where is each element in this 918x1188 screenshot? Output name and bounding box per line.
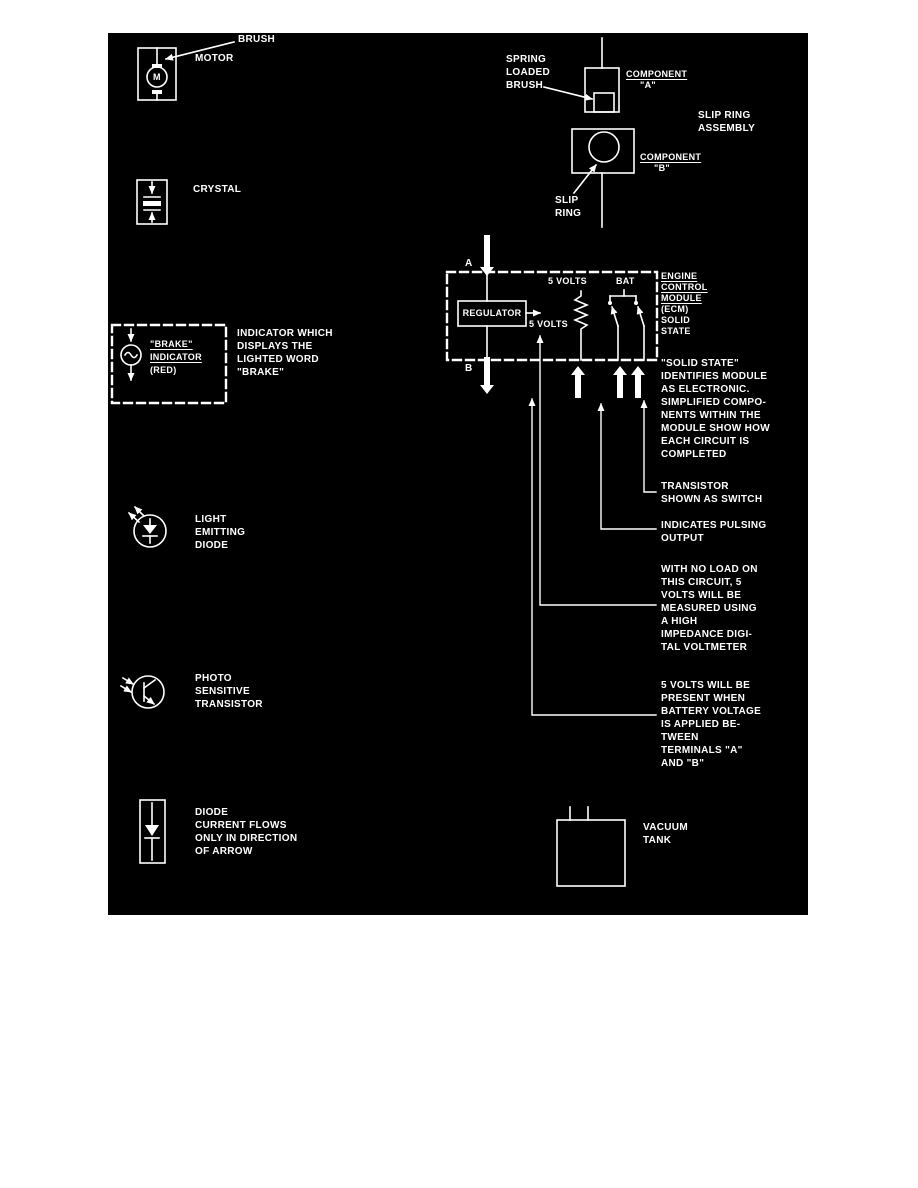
ecm-title-line-4: (ECM) (661, 304, 689, 314)
present-note-pointer (528, 398, 657, 716)
line-art (110, 37, 659, 887)
slip-ring-assembly-label: SLIP RING ASSEMBLY (698, 110, 756, 134)
five-volts-out-label: 5 VOLTS (529, 319, 568, 329)
resistor-symbol (572, 290, 590, 361)
symbol-legend-board: BRUSH MOTOR M CRYSTAL "BRAKE" INDICATOR … (108, 33, 808, 915)
diode-label: DIODE CURRENT FLOWS ONLY IN DIRECTION OF… (195, 807, 298, 857)
brake-indicator-symbol (110, 323, 228, 405)
crystal-symbol (136, 179, 168, 225)
component-a-id: "A" (640, 80, 656, 90)
ecm-drawing (445, 235, 659, 398)
slip-ring-pointer-line (572, 163, 598, 195)
motor-label: MOTOR (195, 53, 234, 64)
diode-symbol (139, 799, 166, 864)
component-a-label: COMPONENT "A" (626, 69, 687, 91)
switch-blade-2 (636, 305, 646, 328)
present-note: 5 VOLTS WILL BE PRESENT WHEN BATTERY VOL… (661, 680, 762, 769)
spring-brush-pointer-line (543, 86, 593, 101)
motor-symbol (137, 47, 177, 101)
brake-indicator-word: INDICATOR (150, 352, 202, 362)
brake-caption: INDICATOR WHICH DISPLAYS THE LIGHTED WOR… (237, 328, 333, 378)
transistor-note-pointer (640, 400, 657, 493)
photo-transistor-symbol (119, 675, 165, 709)
brake-word: "BRAKE" (150, 339, 193, 349)
ecm-title-line-3: MODULE (661, 293, 702, 303)
component-b-id: "B" (654, 163, 670, 173)
crystal-label: CRYSTAL (193, 184, 242, 195)
terminal-a-label: A (465, 258, 473, 269)
motor-letter: M (153, 72, 161, 82)
bat-label: BAT (616, 276, 635, 286)
ecm-title-line-2: CONTROL (661, 282, 708, 292)
transistor-note: TRANSISTOR SHOWN AS SWITCH (661, 481, 763, 505)
switch-blade-1 (610, 305, 620, 328)
pulsing-note: INDICATES PULSING OUTPUT (661, 520, 767, 544)
photo-transistor-label: PHOTO SENSITIVE TRANSISTOR (195, 673, 263, 710)
spring-loaded-brush-label: SPRING LOADED BRUSH (506, 54, 551, 91)
ecm-title-line-1: ENGINE (661, 271, 698, 281)
ecm-module-title: ENGINE CONTROL MODULE (ECM) SOLID STATE (661, 271, 708, 337)
brush-label: BRUSH (238, 34, 276, 45)
component-b-label: COMPONENT "B" (640, 152, 701, 174)
no-load-note: WITH NO LOAD ON THIS CIRCUIT, 5 VOLTS WI… (661, 564, 758, 653)
vacuum-tank-symbol (556, 806, 626, 887)
five-volts-top-label: 5 VOLTS (548, 276, 587, 286)
solid-state-note: "SOLID STATE" IDENTIFIES MODULE AS ELECT… (661, 358, 770, 460)
slip-ring-label: SLIP RING (555, 195, 582, 219)
component-a-word: COMPONENT (626, 69, 688, 79)
ecm-title-line-5: SOLID (661, 315, 691, 325)
slip-ring-assembly-drawing (543, 37, 635, 228)
regulator-label: REGULATOR (462, 308, 522, 318)
component-b-word: COMPONENT (640, 152, 702, 162)
ecm-title-line-6: STATE (661, 326, 691, 336)
pulsing-note-pointer (597, 403, 657, 530)
note-connectors (528, 335, 657, 716)
no-load-note-pointer (536, 335, 657, 606)
brake-red-word: (RED) (150, 365, 177, 375)
brush-pointer-line (165, 41, 235, 61)
led-label: LIGHT EMITTING DIODE (195, 514, 246, 551)
vacuum-tank-label: VACUUM TANK (643, 822, 688, 846)
led-symbol (127, 505, 167, 548)
terminal-b-label: B (465, 363, 473, 374)
